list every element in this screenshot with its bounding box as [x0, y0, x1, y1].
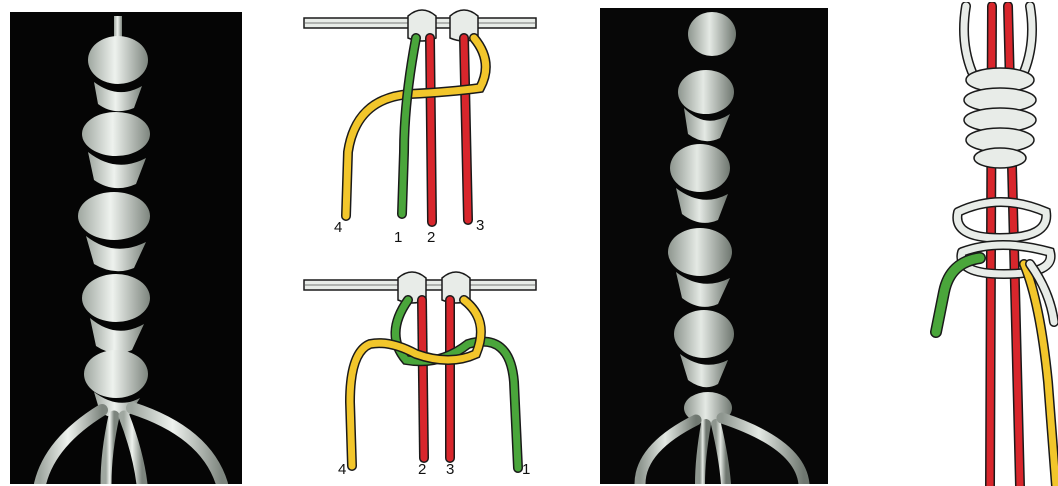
knot-diagram-step-1-svg: 4 1 2 3	[300, 2, 540, 244]
hanging-cords	[640, 418, 804, 484]
spiral-sennit-photo-2	[600, 8, 828, 484]
cord-label-3: 3	[476, 217, 484, 234]
red-cords	[430, 38, 468, 222]
knot-diagram-step-2-svg: 4 2 3 1	[300, 262, 540, 484]
cord-label-4: 4	[334, 219, 342, 236]
cord-label-1: 1	[522, 461, 530, 478]
cord-label-3: 3	[446, 461, 454, 478]
knot-diagram-step-1: 4 1 2 3	[300, 2, 540, 244]
yellow-cord	[350, 300, 481, 466]
cord-label-4: 4	[338, 461, 346, 478]
green-cord	[395, 300, 518, 468]
photo-spiral-sennit-right	[600, 8, 828, 484]
spiral-knots	[78, 16, 150, 418]
knot-diagram-step-2: 4 2 3 1	[300, 262, 540, 484]
cord-label-1: 1	[394, 229, 402, 244]
spiral-knots	[668, 12, 736, 424]
cord-label-2: 2	[427, 229, 435, 244]
white-outer-cords	[964, 6, 1032, 72]
upper-knot-stack	[964, 68, 1036, 168]
spiral-sennit-photo	[10, 12, 242, 484]
cord-label-2: 2	[418, 461, 426, 478]
knot-diagram-progress	[900, 2, 1058, 486]
green-cord	[402, 38, 416, 214]
hanging-cords	[40, 408, 222, 484]
knot-diagram-progress-svg	[900, 2, 1058, 486]
photo-spiral-sennit-left	[10, 12, 242, 484]
red-cords	[422, 300, 450, 458]
